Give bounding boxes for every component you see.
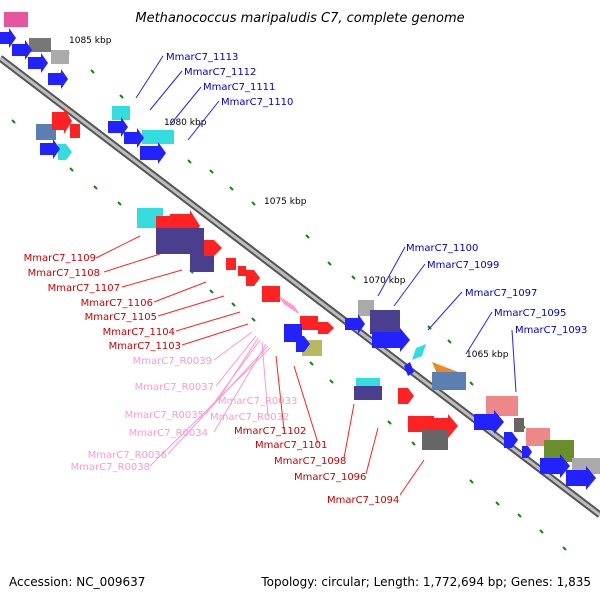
gene-gray[interactable]: [422, 430, 448, 450]
forward-gene[interactable]: [474, 410, 504, 434]
reverse-gene[interactable]: [408, 416, 434, 432]
gene-label-MmarC7_R0032[interactable]: MmarC7_R0032: [210, 412, 289, 423]
kbp-mark-1080: 1080 kbp: [164, 118, 207, 128]
leader-lines-red: [95, 235, 425, 496]
gene-steelblue[interactable]: [36, 124, 56, 140]
reverse-gene[interactable]: [238, 266, 246, 276]
gene-cyan[interactable]: [112, 106, 130, 120]
gene-label-MmarC7_1093[interactable]: MmarC7_1093: [515, 325, 587, 336]
forward-gene[interactable]: [540, 454, 570, 478]
gene-label-MmarC7_1096[interactable]: MmarC7_1096: [294, 472, 366, 483]
gene-block-1109-1102: [137, 208, 334, 356]
reverse-gene[interactable]: [226, 258, 236, 270]
gene-label-MmarC7_1099[interactable]: MmarC7_1099: [427, 260, 499, 271]
gene-block-1101-1098: [345, 300, 466, 450]
gene-label-MmarC7_1108[interactable]: MmarC7_1108: [28, 268, 100, 279]
gene-block-1097-1093: [474, 396, 600, 490]
gene-salmon[interactable]: [486, 396, 518, 416]
gene-magenta[interactable]: [4, 12, 28, 27]
gene-label-MmarC7_R0034[interactable]: MmarC7_R0034: [129, 428, 208, 439]
gene-label-MmarC7_1111[interactable]: MmarC7_1111: [203, 82, 275, 93]
gene-label-MmarC7_1102[interactable]: MmarC7_1102: [234, 426, 306, 437]
reverse-gene[interactable]: [204, 240, 222, 256]
forward-gene[interactable]: [566, 466, 596, 490]
gene-label-MmarC7_1103[interactable]: MmarC7_1103: [109, 341, 181, 352]
gene-gray[interactable]: [29, 38, 51, 52]
gene-block-top-left: [0, 12, 69, 89]
forward-gene[interactable]: [140, 142, 166, 164]
forward-gene[interactable]: [40, 139, 60, 159]
reverse-gene[interactable]: [246, 270, 260, 286]
map-title: Methanococcus maripaludis C7, complete g…: [135, 11, 464, 26]
gene-label-MmarC7_R0039[interactable]: MmarC7_R0039: [133, 356, 212, 367]
gene-cyan[interactable]: [412, 344, 426, 360]
gene-lightgray[interactable]: [51, 50, 69, 64]
gene-label-MmarC7_1113[interactable]: MmarC7_1113: [166, 52, 238, 63]
gene-label-MmarC7_1112[interactable]: MmarC7_1112: [184, 67, 256, 78]
reverse-gene[interactable]: [52, 108, 72, 134]
gene-label-MmarC7_1106[interactable]: MmarC7_1106: [81, 298, 153, 309]
genome-backbone-highlight: [0, 56, 600, 517]
kbp-mark-1075: 1075 kbp: [264, 197, 307, 207]
forward-gene[interactable]: [372, 328, 410, 352]
gene-label-MmarC7_R0033[interactable]: MmarC7_R0033: [218, 396, 297, 407]
scale-ticks: [11, 50, 567, 551]
forward-gene[interactable]: [28, 53, 48, 73]
reverse-gene[interactable]: [318, 322, 334, 334]
gene-block-1113-1110: [36, 106, 174, 164]
gene-cyan[interactable]: [58, 144, 72, 160]
footer-accession: Accession: NC_009637: [9, 575, 145, 589]
forward-gene[interactable]: [522, 446, 532, 458]
reverse-gene[interactable]: [70, 124, 80, 138]
gene-label-MmarC7_1105[interactable]: MmarC7_1105: [85, 312, 157, 323]
gene-label-MmarC7_1107[interactable]: MmarC7_1107: [48, 283, 120, 294]
gene-label-MmarC7_1110[interactable]: MmarC7_1110: [221, 97, 293, 108]
reverse-gene[interactable]: [262, 286, 280, 302]
gene-gray[interactable]: [514, 418, 524, 432]
gene-label-MmarC7_R0038[interactable]: MmarC7_R0038: [71, 462, 150, 473]
gene-label-MmarC7_1097[interactable]: MmarC7_1097: [465, 288, 537, 299]
forward-gene[interactable]: [48, 69, 68, 89]
gene-label-MmarC7_R0037[interactable]: MmarC7_R0037: [135, 382, 214, 393]
gene-purple[interactable]: [370, 310, 400, 334]
leader-lines-blue: [135, 55, 517, 393]
forward-gene[interactable]: [404, 362, 414, 376]
gene-olivegreen[interactable]: [544, 440, 574, 462]
gene-label-MmarC7_1095[interactable]: MmarC7_1095: [494, 308, 566, 319]
gene-steelblue[interactable]: [432, 372, 466, 390]
footer-topology: Topology: circular; Length: 1,772,694 bp…: [260, 575, 591, 589]
trna-cluster[interactable]: [279, 296, 299, 314]
reverse-gene[interactable]: [300, 316, 318, 330]
leader-lines-pink: [149, 331, 271, 467]
gene-label-MmarC7_R0035[interactable]: MmarC7_R0035: [125, 410, 204, 421]
kbp-mark-1070: 1070 kbp: [363, 276, 406, 286]
forward-gene[interactable]: [296, 336, 310, 352]
gene-cyan[interactable]: [356, 378, 380, 388]
kbp-mark-1085: 1085 kbp: [69, 36, 112, 46]
gene-label-MmarC7_1098[interactable]: MmarC7_1098: [274, 456, 346, 467]
forward-gene[interactable]: [504, 432, 518, 448]
gene-label-MmarC7_1094[interactable]: MmarC7_1094: [327, 495, 399, 506]
gene-label-MmarC7_1101[interactable]: MmarC7_1101: [255, 440, 327, 451]
gene-cyan[interactable]: [142, 130, 174, 144]
gene-label-MmarC7_1109[interactable]: MmarC7_1109: [24, 253, 96, 264]
gene-purple[interactable]: [354, 386, 382, 400]
gene-label-MmarC7_R0036[interactable]: MmarC7_R0036: [88, 450, 167, 461]
kbp-mark-1065: 1065 kbp: [466, 350, 509, 360]
reverse-gene[interactable]: [398, 388, 414, 404]
gene-label-MmarC7_1100[interactable]: MmarC7_1100: [406, 243, 478, 254]
gene-label-MmarC7_1104[interactable]: MmarC7_1104: [103, 327, 175, 338]
forward-gene[interactable]: [124, 128, 144, 148]
